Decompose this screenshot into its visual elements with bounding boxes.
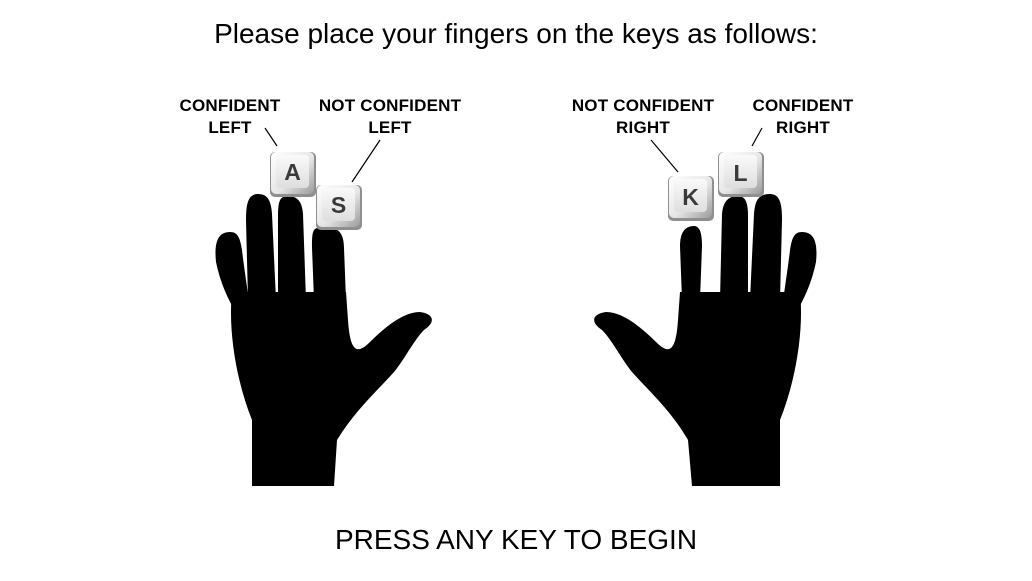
right-hand [594, 194, 817, 486]
key-s: S [316, 185, 362, 230]
label-confident-right-line1: CONFIDENT [752, 96, 854, 115]
left-hand [215, 194, 432, 486]
label-not-confident-right: NOT CONFIDENT RIGHT [553, 95, 733, 139]
label-not-confident-right-line1: NOT CONFIDENT [571, 96, 715, 115]
press-any-key-prompt: PRESS ANY KEY TO BEGIN [334, 524, 698, 555]
key-a-letter: A [284, 159, 301, 185]
key-k-letter: K [682, 184, 699, 210]
label-confident-right: CONFIDENT RIGHT [733, 95, 873, 139]
key-a: A [270, 152, 316, 197]
key-l: L [718, 152, 764, 197]
label-not-confident-left: NOT CONFIDENT LEFT [300, 95, 480, 139]
leader-line-not-confident-right [650, 139, 679, 173]
leader-line-not-confident-left [351, 139, 381, 183]
label-confident-left: CONFIDENT LEFT [160, 95, 300, 139]
label-not-confident-left-line1: NOT CONFIDENT [318, 96, 462, 115]
label-not-confident-right-line2: RIGHT [616, 118, 670, 137]
leader-line-confident-left [264, 127, 278, 147]
label-confident-left-line2: LEFT [208, 118, 252, 137]
leader-line-confident-right [751, 127, 763, 147]
label-not-confident-left-line2: LEFT [368, 118, 412, 137]
key-s-letter: S [331, 192, 346, 218]
label-confident-right-line2: RIGHT [776, 118, 830, 137]
key-k: K [668, 176, 714, 221]
key-l-letter: L [733, 160, 747, 186]
instruction-text: Please place your fingers on the keys as… [214, 18, 818, 49]
label-confident-left-line1: CONFIDENT [179, 96, 281, 115]
